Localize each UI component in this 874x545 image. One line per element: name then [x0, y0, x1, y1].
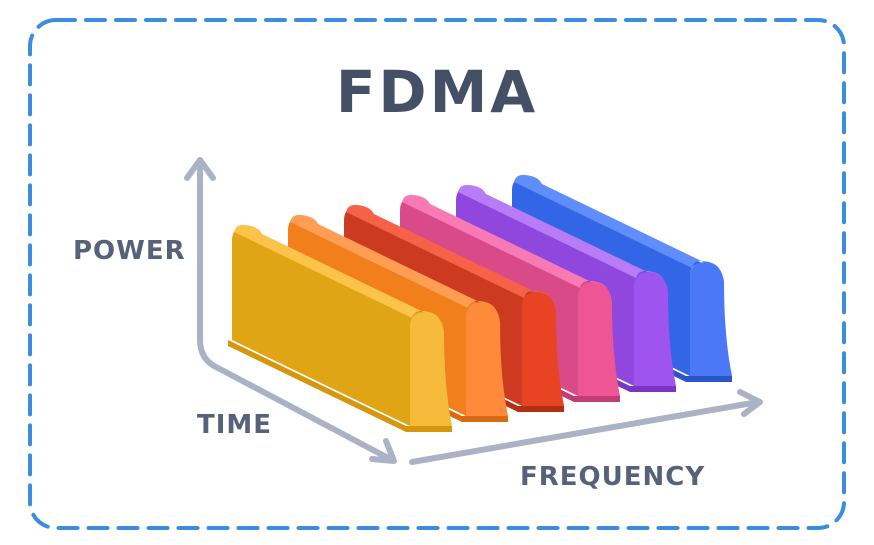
axes — [184, 157, 763, 465]
channel-bar-top — [402, 194, 608, 290]
channel-bar-front — [466, 302, 508, 416]
channel-bar-top — [514, 174, 720, 270]
channel-bar-front — [578, 282, 620, 396]
diagram-title: FDMA — [335, 58, 539, 126]
power-axis-label: POWER — [73, 236, 186, 266]
channel-bar-top — [290, 214, 496, 310]
time-axis — [197, 337, 395, 463]
power-axis-arrowhead — [184, 157, 216, 181]
channel-bar-top — [458, 184, 664, 280]
channel-bars — [228, 174, 732, 432]
frequency-axis — [409, 399, 761, 465]
channel-bar-front — [634, 272, 676, 386]
time-axis-arrowhead — [369, 438, 397, 464]
channel-bar-1 — [228, 224, 452, 432]
frequency-axis-label: FREQUENCY — [520, 462, 706, 492]
channel-bar-front — [522, 292, 564, 406]
channel-bar-top — [346, 204, 552, 300]
channel-bar-front — [410, 312, 452, 426]
channel-bar-side — [232, 227, 422, 426]
channel-bar-front — [690, 262, 732, 376]
time-axis-label: TIME — [197, 410, 273, 440]
channel-bar-top — [234, 224, 440, 320]
frequency-axis-arrowhead — [737, 389, 763, 417]
dashed-frame — [28, 18, 846, 530]
